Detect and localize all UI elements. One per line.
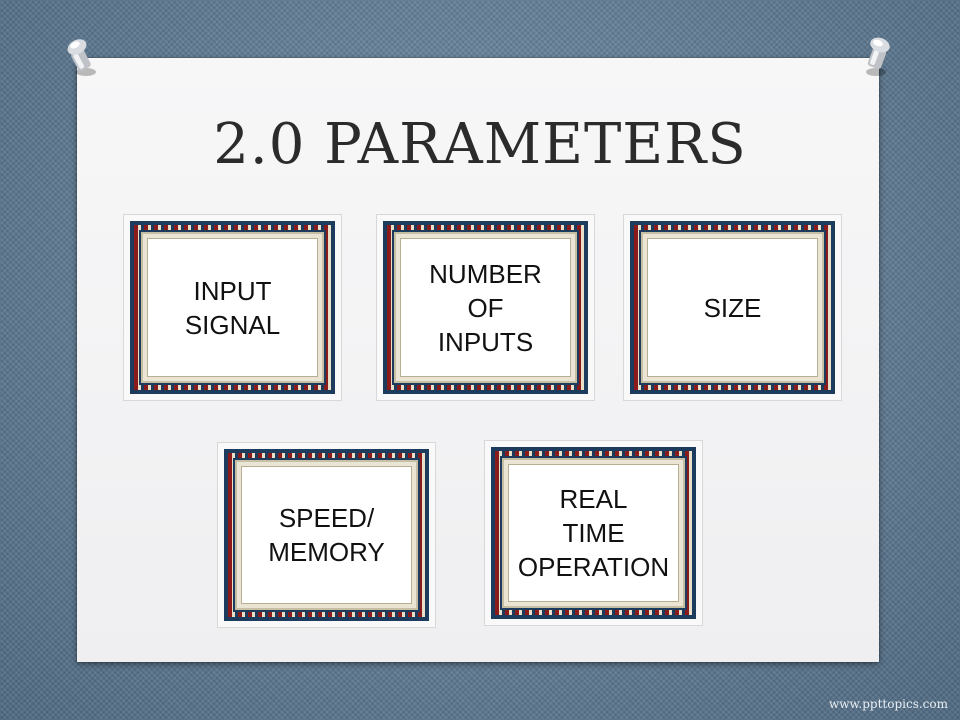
pushpin-icon bbox=[866, 37, 890, 76]
slide-title: 2.0 PARAMETERS bbox=[213, 112, 747, 177]
pushpin-icon bbox=[67, 39, 96, 76]
parameter-box-number-of-inputs: NUMBER OF INPUTS bbox=[377, 215, 594, 400]
parameter-label: SIZE bbox=[703, 292, 762, 323]
parameter-label: NUMBER OF INPUTS bbox=[429, 258, 542, 357]
footer-watermark: www.ppttopics.com bbox=[829, 697, 948, 711]
parameter-box-speed-memory: SPEED/ MEMORY bbox=[218, 443, 435, 627]
parameter-label: INPUT SIGNAL bbox=[184, 275, 281, 340]
decorative-frame bbox=[383, 221, 588, 394]
decorative-frame bbox=[130, 221, 335, 394]
decorative-frame bbox=[224, 449, 429, 621]
parameter-label: REAL TIME OPERATION bbox=[517, 484, 670, 582]
parameter-box-size: SIZE bbox=[624, 215, 841, 400]
decorative-frame bbox=[491, 447, 696, 619]
decorative-frame bbox=[630, 221, 835, 394]
parameter-label: SPEED/ MEMORY bbox=[268, 503, 385, 567]
parameter-box-input-signal: INPUT SIGNAL bbox=[124, 215, 341, 400]
parameter-box-real-time-operation: REAL TIME OPERATION bbox=[485, 441, 702, 625]
